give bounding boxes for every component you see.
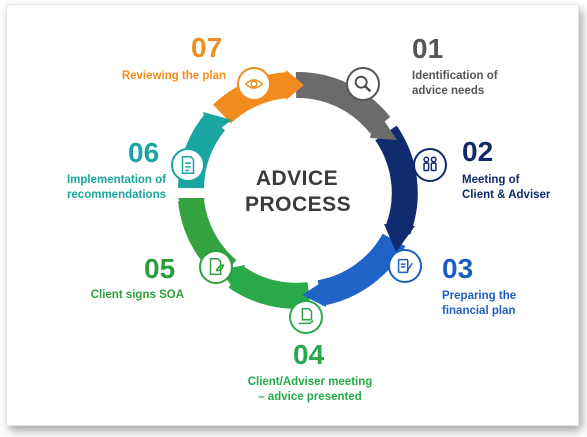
title-line-1: ADVICE xyxy=(255,167,339,190)
diagram-title: ADVICE PROCESS xyxy=(245,166,352,218)
step-07-label: Reviewing the plan xyxy=(121,70,226,82)
magnifier-icon xyxy=(346,67,380,101)
arrowhead-06 xyxy=(203,112,232,136)
step-03-label: Preparing the financial plan xyxy=(442,290,517,317)
step-04-number: 04 xyxy=(293,339,325,370)
arc-step-04 xyxy=(228,266,311,309)
step-01-label: Identification of advice needs xyxy=(412,70,498,97)
step-02-label: Meeting of Client & Adviser xyxy=(462,174,551,201)
step-05-number: 05 xyxy=(144,253,176,284)
document-leaf-icon xyxy=(199,250,233,284)
arrowhead-03 xyxy=(302,280,326,307)
step-03-number: 03 xyxy=(442,253,474,284)
eye-icon xyxy=(237,67,271,101)
arrowhead-02 xyxy=(384,224,415,252)
document-hand-icon xyxy=(289,300,323,334)
arrowhead-01 xyxy=(370,107,397,140)
checklist-icon xyxy=(171,148,205,182)
arc-step-02 xyxy=(375,125,418,235)
arrowhead-05 xyxy=(178,198,205,222)
step-04-label: Client/Adviser meeting – advice presente… xyxy=(247,376,373,403)
step-01-number: 01 xyxy=(412,33,444,64)
step-06-number: 06 xyxy=(128,137,160,168)
arrowhead-07 xyxy=(286,70,304,100)
diagram-card xyxy=(6,4,579,426)
step-06-label: Implementation of recommendations xyxy=(66,174,166,201)
arc-step-03 xyxy=(317,233,406,306)
step-05-label: Client signs SOA xyxy=(90,289,184,301)
step-07-number: 07 xyxy=(191,32,223,63)
arc-step-01 xyxy=(295,71,391,134)
title-line-2: PROCESS xyxy=(245,193,352,216)
clipboard-pen-icon xyxy=(388,249,422,283)
people-icon xyxy=(413,148,447,182)
step-02-number: 02 xyxy=(462,136,494,167)
